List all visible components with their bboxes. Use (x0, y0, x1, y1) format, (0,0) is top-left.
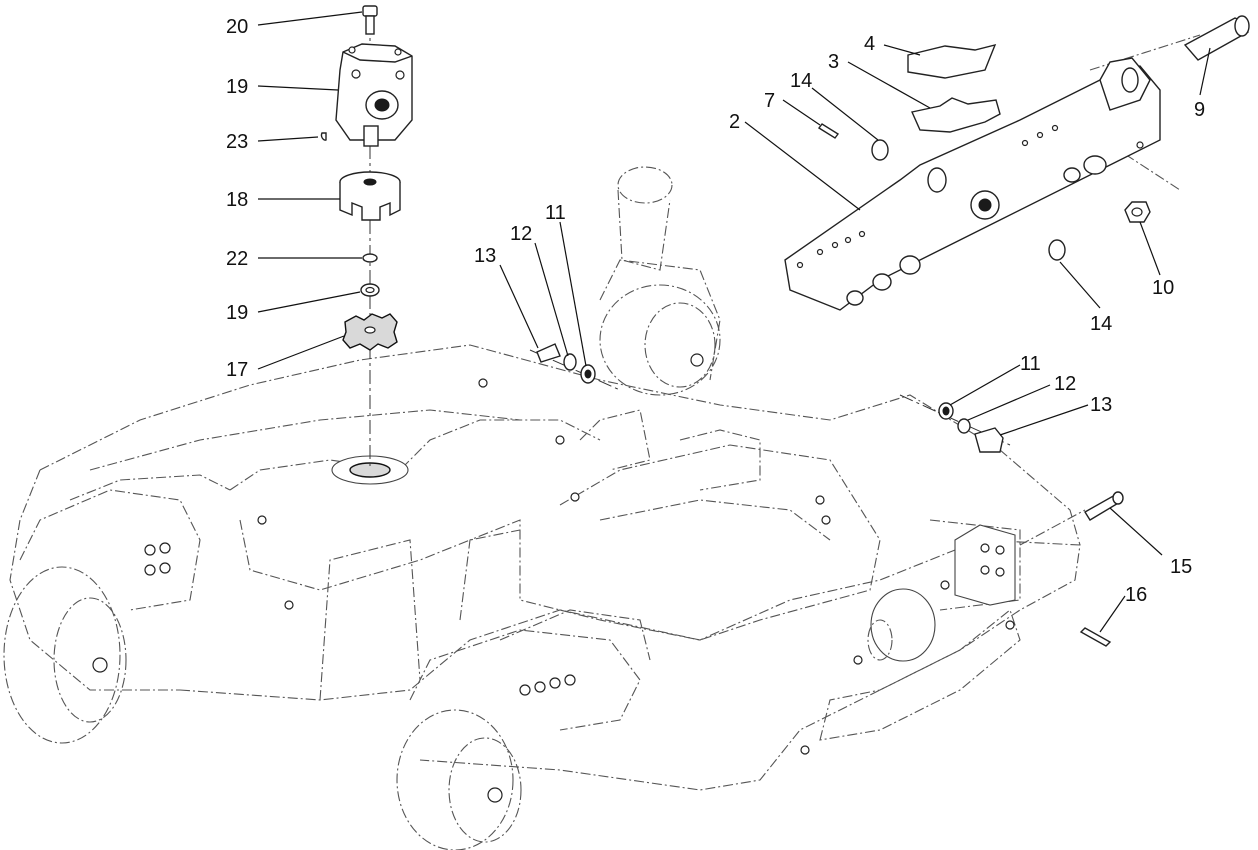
roll-pin-7 (817, 123, 840, 139)
callout-11-left: 11 (545, 202, 566, 224)
wear-pad-4 (907, 43, 997, 79)
callout-17: 17 (226, 359, 248, 381)
gearbox-housing-19 (335, 43, 413, 147)
bolt-20 (362, 5, 378, 35)
callout-11-right: 11 (1020, 353, 1041, 375)
callout-9: 9 (1194, 99, 1205, 121)
callout-18: 18 (226, 189, 248, 211)
mower-deck-outline (9, 344, 1081, 791)
leader-lines (257, 11, 1211, 633)
right-caster-wheel (396, 609, 651, 850)
callout-7: 7 (764, 90, 775, 112)
key-23 (320, 132, 327, 141)
coupler-18 (339, 171, 401, 221)
hitch-pin-15 (1019, 491, 1124, 546)
wear-pad-3 (911, 97, 1001, 133)
callout-12-right: 12 (1054, 373, 1076, 395)
callout-12-left: 12 (510, 223, 532, 245)
hitch-bracket-right (954, 524, 1016, 606)
callout-23: 23 (226, 131, 248, 153)
callout-15: 15 (1170, 556, 1192, 578)
retaining-ring-14b (1048, 239, 1066, 261)
hardware-set-left (529, 343, 621, 391)
callout-20: 20 (226, 16, 248, 38)
callout-4: 4 (864, 33, 875, 55)
callout-13-left: 13 (474, 245, 496, 267)
cotter-pin-16 (1079, 627, 1112, 647)
callout-16: 16 (1125, 584, 1147, 606)
spider-17 (342, 313, 398, 351)
callout-10: 10 (1152, 277, 1174, 299)
retaining-ring-14a (871, 139, 889, 161)
nut-19 (360, 283, 380, 297)
left-caster-wheel (3, 474, 231, 744)
pivot-arm-2 (784, 34, 1201, 311)
washer-22 (362, 253, 378, 263)
callout-22: 22 (226, 248, 248, 270)
callout-labels: 20 19 23 18 22 19 17 13 12 11 4 3 14 7 2… (226, 16, 1205, 606)
rear-wheel-assembly (599, 166, 721, 396)
callout-14-top: 14 (790, 70, 812, 92)
callout-3: 3 (828, 51, 839, 73)
locknut-10 (1124, 201, 1151, 223)
hardware-set-right (899, 394, 1011, 453)
spindle-stack (320, 5, 413, 470)
callout-13-right: 13 (1090, 394, 1112, 416)
callout-2: 2 (729, 111, 740, 133)
callout-19-nut: 19 (226, 302, 248, 324)
callout-14-bottom: 14 (1090, 313, 1112, 335)
callout-19-housing: 19 (226, 76, 248, 98)
pivot-bolt-9 (1183, 15, 1250, 61)
front-roller (867, 588, 936, 662)
